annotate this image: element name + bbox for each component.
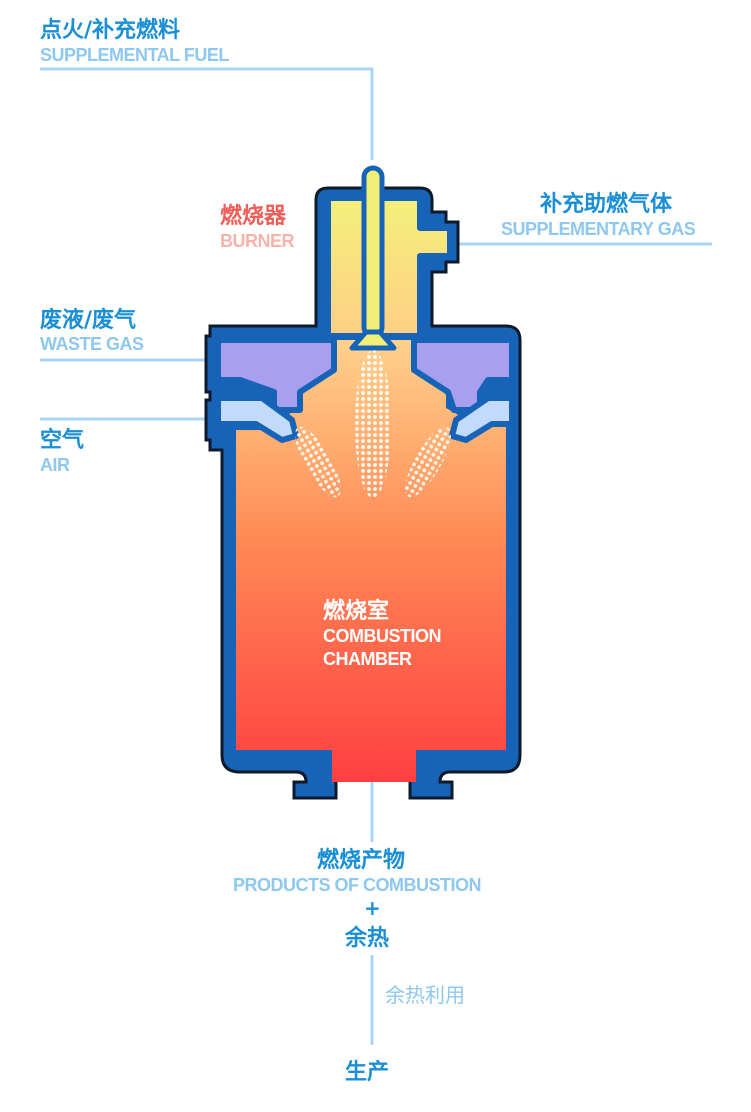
- air-inlet: [215, 395, 299, 443]
- vessel: [204, 165, 522, 800]
- right-flame: [405, 426, 451, 498]
- fuel-pipe: [361, 165, 385, 339]
- heat-utilization-label: 余热利用: [385, 983, 465, 1007]
- supplemental-fuel-en: SUPPLEMENTAL FUEL: [40, 45, 229, 65]
- supplemental-fuel-zh: 点火/补充燃料: [40, 18, 181, 43]
- chamber-en-2: CHAMBER: [323, 649, 412, 669]
- products-en: PRODUCTS OF COMBUSTION: [233, 875, 482, 895]
- left-flame: [295, 426, 341, 498]
- burner-nozzle: [349, 329, 397, 351]
- residual-heat-zh: 余热: [345, 926, 390, 951]
- fuel-leader-line: [40, 67, 374, 160]
- waste-gas-en: WASTE GAS: [40, 334, 144, 354]
- air-en: AIR: [40, 455, 70, 475]
- chamber-zh: 燃烧室: [323, 599, 390, 624]
- burner-zh: 燃烧器: [220, 204, 287, 229]
- supplementary-gas-zh: 补充助燃气体: [540, 192, 673, 217]
- plus-sign: +: [364, 896, 381, 920]
- leader-lines: [40, 67, 712, 1045]
- production-zh: 生产: [345, 1060, 390, 1085]
- air-zh: 空气: [40, 428, 85, 453]
- waste-gas-inlet: [215, 337, 337, 413]
- burner-en: BURNER: [220, 231, 295, 251]
- products-zh: 燃烧产物: [317, 848, 406, 873]
- supplementary-gas-en: SUPPLEMENTARY GAS: [501, 219, 696, 239]
- chamber-en-1: COMBUSTION: [323, 626, 442, 646]
- air-inlet-right: [449, 395, 515, 443]
- waste-gas-zh: 废液/废气: [40, 308, 137, 333]
- burner-housing: [325, 195, 453, 339]
- central-flame: [355, 350, 391, 498]
